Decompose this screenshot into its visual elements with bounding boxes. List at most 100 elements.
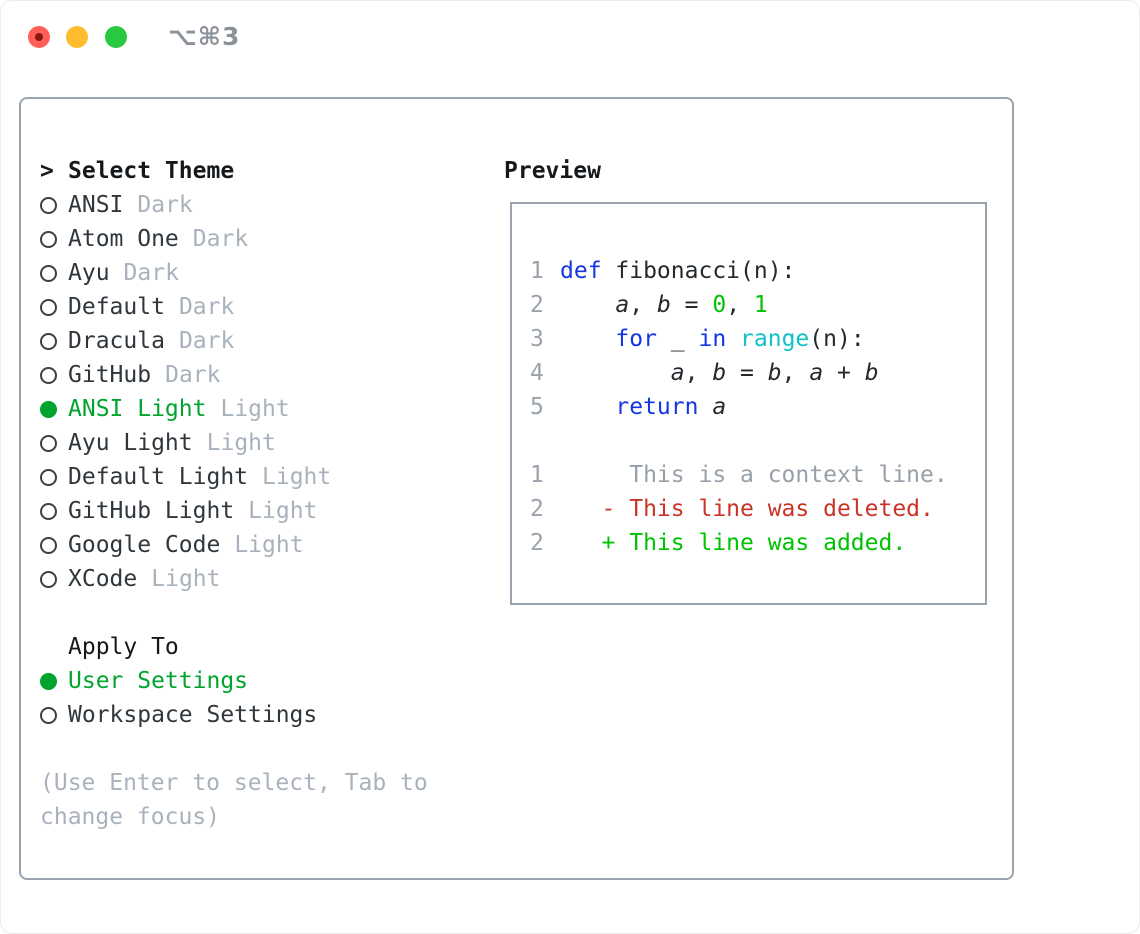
code-token xyxy=(560,496,602,522)
apply-to-title: Apply To xyxy=(68,634,179,660)
theme-variant-tag: Dark xyxy=(178,294,235,320)
theme-option[interactable]: Default Dark xyxy=(40,290,485,324)
code-token: , xyxy=(781,360,810,386)
theme-option-label: GitHub Light xyxy=(68,498,235,524)
theme-option-label: Ayu Light xyxy=(68,430,193,456)
code-token: + This line was added. xyxy=(601,530,907,556)
code-token: - This line was deleted. xyxy=(601,496,934,522)
apply-to-option[interactable]: User Settings xyxy=(40,664,485,698)
radio-icon xyxy=(40,502,68,520)
line-number: 2 xyxy=(530,292,544,318)
theme-option-label: Atom One xyxy=(68,226,179,252)
code-token xyxy=(560,326,615,352)
theme-option-label: Dracula xyxy=(68,328,165,354)
code-token xyxy=(726,326,740,352)
theme-option[interactable]: XCode Light xyxy=(40,562,485,596)
close-button[interactable] xyxy=(28,26,50,48)
theme-variant-tag: Dark xyxy=(178,328,235,354)
window-title: ⌥⌘3 xyxy=(168,22,241,51)
spacer xyxy=(530,424,985,458)
theme-list-title: Select Theme xyxy=(68,158,235,184)
line-number: 1 xyxy=(530,462,544,488)
code-token: b xyxy=(712,360,727,386)
code-token: in xyxy=(698,326,727,352)
theme-option-label: Default Light xyxy=(68,464,249,490)
radio-icon xyxy=(40,298,68,316)
code-line-content: return a xyxy=(560,390,726,424)
spacer xyxy=(40,596,485,630)
code-token: , xyxy=(684,360,713,386)
theme-list-header: > Select Theme xyxy=(40,154,485,188)
code-token: _ xyxy=(656,326,699,352)
theme-variant-tag: Dark xyxy=(165,362,221,388)
line-number: 2 xyxy=(530,530,544,556)
theme-option[interactable]: Default Light Light xyxy=(40,460,485,494)
theme-option[interactable]: ANSI Light Light xyxy=(40,392,485,426)
radio-icon xyxy=(40,196,68,214)
theme-option[interactable]: ANSI Dark xyxy=(40,188,485,222)
code-token xyxy=(698,394,712,420)
theme-option-label: XCode xyxy=(68,566,138,592)
radio-icon xyxy=(40,434,68,452)
close-dot-icon xyxy=(35,33,43,41)
code-token: a xyxy=(712,394,727,420)
radio-icon xyxy=(40,366,68,384)
theme-option[interactable]: Ayu Light Light xyxy=(40,426,485,460)
theme-variant-tag: Light xyxy=(206,430,276,456)
code-line: 2 a, b = 0, 1 xyxy=(530,288,985,322)
apply-to-option-label: User Settings xyxy=(68,668,249,694)
theme-variant-tag: Dark xyxy=(137,192,193,218)
radio-icon xyxy=(40,468,68,486)
code-token: , xyxy=(629,292,657,318)
theme-option[interactable]: Atom One Dark xyxy=(40,222,485,256)
theme-variant-tag: Dark xyxy=(192,226,249,252)
code-line-content: def fibonacci(n): xyxy=(560,254,795,288)
code-token: fibonacci(n): xyxy=(601,258,796,284)
code-token: + xyxy=(823,360,865,386)
theme-option[interactable]: GitHub Dark xyxy=(40,358,485,392)
diff-line: 2 - This line was deleted. xyxy=(530,492,985,526)
theme-variant-tag: Dark xyxy=(123,260,179,286)
apply-to-header: Apply To xyxy=(40,630,485,664)
code-token: b xyxy=(767,360,782,386)
code-token: This is a context line. xyxy=(560,462,948,488)
radio-icon xyxy=(40,672,68,690)
theme-option[interactable]: Dracula Dark xyxy=(40,324,485,358)
code-line-content: for _ in range(n): xyxy=(560,322,864,356)
code-token: = xyxy=(726,360,768,386)
code-token: b xyxy=(656,292,671,318)
theme-option[interactable]: Ayu Dark xyxy=(40,256,485,290)
code-token: return xyxy=(615,394,699,420)
apply-to-option-label: Workspace Settings xyxy=(68,702,318,728)
theme-variant-tag: Light xyxy=(248,498,318,524)
code-token xyxy=(560,292,615,318)
code-line: 4 a, b = b, a + b xyxy=(530,356,985,390)
theme-option[interactable]: Google Code Light xyxy=(40,528,485,562)
title-bar: ⌥⌘3 xyxy=(0,0,1140,74)
radio-icon xyxy=(40,570,68,588)
spacer xyxy=(40,732,485,766)
diff-line-content: + This line was added. xyxy=(560,526,907,560)
line-number: 2 xyxy=(530,496,544,522)
preview-title: Preview xyxy=(504,158,601,184)
diff-line: 2 + This line was added. xyxy=(530,526,985,560)
theme-variant-tag: Light xyxy=(234,532,304,558)
theme-option[interactable]: GitHub Light Light xyxy=(40,494,485,528)
code-token xyxy=(560,394,615,420)
preview-box: 1 def fibonacci(n): 2 a, b = 0, 1 3 for … xyxy=(510,202,987,605)
code-token xyxy=(560,530,602,556)
radio-icon xyxy=(40,332,68,350)
minimize-button[interactable] xyxy=(66,26,88,48)
line-number: 4 xyxy=(530,360,544,386)
apply-to-option[interactable]: Workspace Settings xyxy=(40,698,485,732)
zoom-button[interactable] xyxy=(105,26,127,48)
theme-variant-tag: Light xyxy=(151,566,221,592)
diff-line-content: This is a context line. xyxy=(560,458,948,492)
line-number: 1 xyxy=(530,258,544,284)
theme-variant-tag: Light xyxy=(262,464,332,490)
radio-icon xyxy=(40,264,68,282)
theme-option-label: ANSI xyxy=(68,192,124,218)
theme-option-label: Google Code xyxy=(68,532,221,558)
code-line: 1 def fibonacci(n): xyxy=(530,254,985,288)
